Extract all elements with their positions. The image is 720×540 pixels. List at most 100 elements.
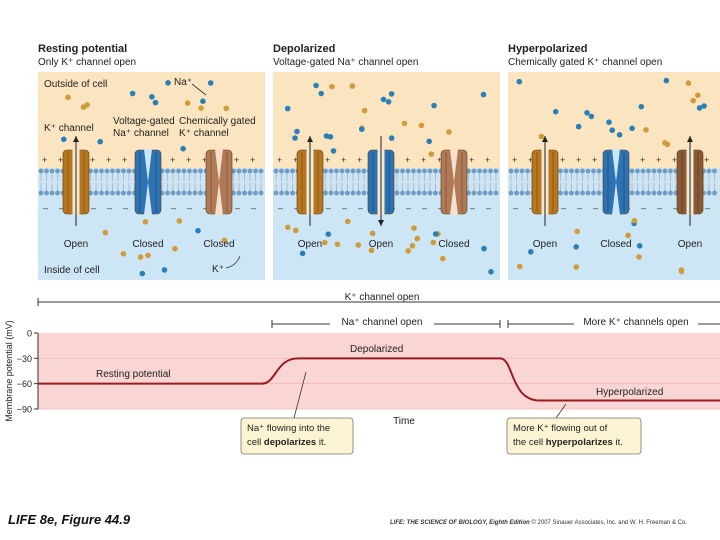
k-ion [221, 237, 228, 244]
lipid-head [569, 190, 574, 196]
na-ion [61, 136, 67, 143]
charge-plus: + [405, 155, 410, 165]
lipid-head [279, 190, 284, 196]
k-ion [65, 94, 71, 101]
lipid-head [44, 168, 49, 174]
k-ion [361, 107, 368, 114]
na-ion [701, 103, 707, 109]
lipid-head [242, 168, 247, 174]
charge-minus: – [107, 203, 112, 213]
lipid-head [657, 168, 662, 174]
na-ion [359, 126, 365, 132]
na-ion [161, 267, 168, 273]
lipid-head [514, 190, 519, 196]
lipid-head [55, 168, 60, 174]
panel-subtitle: Chemically gated K⁺ channel open [508, 57, 662, 68]
lipid-head [290, 168, 295, 174]
na-ion [552, 108, 559, 115]
charge-minus: – [43, 203, 48, 213]
na-ion [313, 82, 319, 89]
charge-minus: – [641, 203, 646, 213]
na-ion [299, 250, 306, 257]
lipid-head [493, 190, 499, 196]
charge-minus: – [406, 203, 411, 213]
lipid-head [488, 190, 493, 196]
lipid-head [569, 168, 574, 174]
lipid-head [433, 190, 438, 196]
lipid-head [400, 168, 405, 174]
na-ion [97, 138, 103, 145]
k-ion [145, 252, 151, 259]
lipid-head [416, 190, 422, 196]
k-channel-open-label: K⁺ channel open [345, 292, 420, 303]
lipid-head [236, 168, 242, 174]
na-channel-closed [134, 149, 162, 215]
na-ion [284, 105, 291, 112]
charge-plus: + [90, 155, 95, 165]
k-ion [643, 127, 649, 133]
lipid-head [350, 190, 356, 196]
lipid-head [706, 168, 712, 174]
lipid-head [411, 168, 416, 174]
lipid-head [126, 168, 132, 174]
charge-plus: + [122, 155, 127, 165]
na-ion [696, 105, 703, 111]
chem-channel-open [676, 136, 704, 226]
lipid-head [253, 190, 258, 196]
lipid-head [170, 190, 176, 196]
na-ion [330, 148, 337, 154]
k-ion [662, 140, 668, 146]
lipid-head [55, 190, 60, 196]
lipid-head [433, 168, 438, 174]
na-ion [616, 132, 623, 138]
k-ion [538, 133, 545, 140]
lipid-head [99, 190, 104, 196]
lipid-head [488, 168, 493, 174]
chem-channel-closed [440, 149, 468, 215]
panel-title: Resting potential [38, 43, 127, 55]
inside-of-cell-label: Inside of cell [44, 265, 100, 276]
lipid-head [712, 168, 717, 174]
channel-state-label: Open [298, 239, 322, 250]
na-ion [292, 135, 298, 141]
lipid-head [422, 168, 427, 174]
lipid-head [646, 168, 651, 174]
lipid-head [181, 168, 187, 174]
lipid-head [110, 190, 115, 196]
lipid-head [334, 190, 339, 196]
na-ion [516, 78, 523, 85]
na-ion [195, 227, 201, 234]
k-channel-open [62, 136, 90, 226]
k-ion [285, 224, 291, 231]
charge-minus: – [91, 203, 96, 213]
membrane-potential-trace [38, 357, 720, 402]
charge-minus: – [705, 203, 710, 213]
k-ion [695, 92, 701, 98]
lipid-head [563, 190, 569, 196]
lipid-head [493, 168, 499, 174]
y-tick-label: −30 [17, 354, 32, 364]
charge-plus: + [357, 155, 362, 165]
na-ion [609, 127, 615, 133]
lipid-head [258, 190, 264, 196]
na-ion [431, 102, 437, 109]
lipid-head [334, 168, 339, 174]
charge-minus: – [513, 203, 518, 213]
lipid-head [629, 190, 635, 196]
na-ion [426, 138, 433, 145]
charge-plus: + [202, 155, 207, 165]
charge-minus: – [59, 203, 64, 213]
charge-minus: – [422, 203, 427, 213]
y-tick-label: 0 [27, 329, 32, 339]
charge-minus: – [438, 203, 443, 213]
lipid-head [574, 190, 580, 196]
lipid-head [38, 190, 44, 196]
k-ion [411, 225, 417, 231]
lipid-head [290, 190, 295, 196]
charge-plus: + [250, 155, 255, 165]
na-ion [575, 123, 582, 130]
callout-k: More K⁺ flowing out of the cell hyperpol… [506, 403, 642, 455]
lipid-head [422, 190, 427, 196]
lipid-head [284, 190, 290, 196]
